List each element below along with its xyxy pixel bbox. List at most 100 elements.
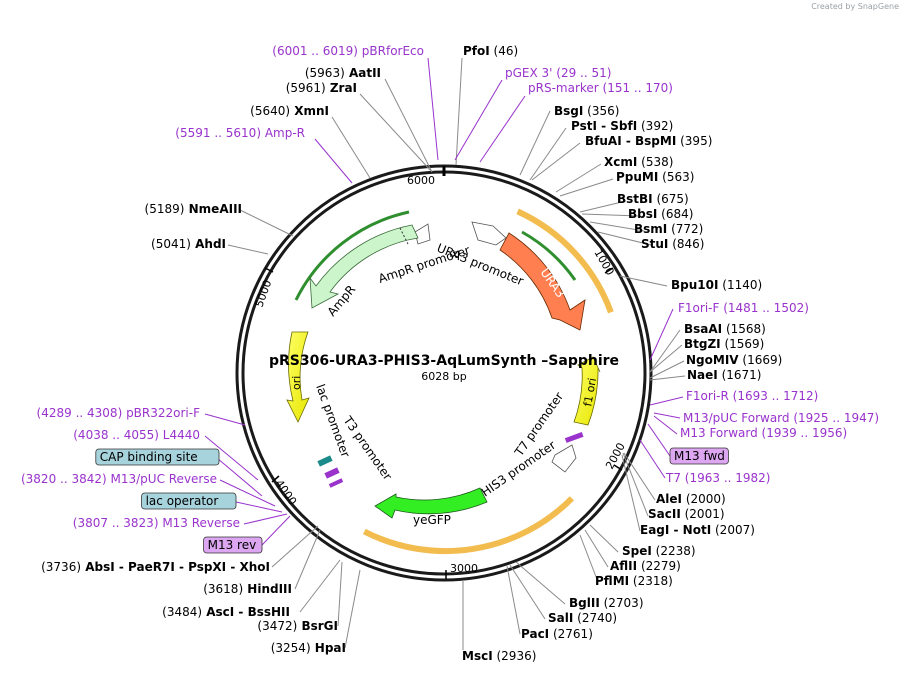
right-site-20[interactable]: M13 Forward (1939 .. 1956): [680, 426, 847, 440]
right-site-label-8: BstBI (675): [617, 192, 689, 206]
right-site-label-24: SacII (2001): [648, 507, 725, 521]
left-site-label-11: lac operator: [146, 494, 219, 508]
left-site-label-17: (3472) BsrGI: [257, 619, 338, 633]
right-site-8[interactable]: BstBI (675): [617, 192, 689, 206]
left-site-13[interactable]: M13 rev: [203, 536, 263, 554]
right-site-13[interactable]: F1ori-F (1481 .. 1502): [678, 301, 809, 315]
ori-label: ori: [290, 376, 303, 390]
right-site-label-0: PfoI (46): [463, 44, 518, 58]
right-site-label-17: NaeI (1671): [687, 368, 761, 382]
right-site-29[interactable]: BglII (2703): [569, 596, 644, 610]
right-site-2[interactable]: pRS-marker (151 .. 170): [528, 81, 673, 95]
left-site-6[interactable]: (5041) AhdI: [151, 237, 226, 251]
left-site-1[interactable]: (5963) AatII: [305, 66, 381, 80]
right-site-18[interactable]: F1ori-R (1693 .. 1712): [686, 389, 818, 403]
right-site-3[interactable]: BsgI (356): [554, 104, 619, 118]
left-site-10[interactable]: (3820 .. 3842) M13/pUC Reverse: [21, 472, 217, 486]
left-site-7[interactable]: (4289 .. 4308) pBR322ori-F: [37, 406, 201, 420]
left-site-14[interactable]: (3736) AbsI - PaeR7I - PspXI - XhoI: [41, 560, 270, 574]
right-site-label-25: EagI - NotI (2007): [640, 523, 755, 537]
tick-label-6000: 6000: [407, 174, 435, 187]
right-site-23[interactable]: AleI (2000): [656, 492, 726, 506]
right-site-25[interactable]: EagI - NotI (2007): [640, 523, 755, 537]
right-site-label-31: PacI (2761): [521, 627, 593, 641]
right-site-17[interactable]: NaeI (1671): [687, 368, 761, 382]
left-site-2[interactable]: (5961) ZraI: [286, 81, 357, 95]
left-site-box-11: [141, 492, 237, 510]
right-site-24[interactable]: SacII (2001): [648, 507, 725, 521]
right-site-label-27: AflII (2279): [610, 559, 681, 573]
left-site-15[interactable]: (3618) HindIII: [203, 582, 292, 596]
right-site-22[interactable]: T7 (1963 .. 1982): [665, 471, 770, 485]
right-site-21[interactable]: M13 fwd: [669, 447, 729, 465]
right-site-label-4: PstI - SbfI (392): [571, 119, 673, 133]
right-site-label-6: XcmI (538): [604, 155, 673, 169]
right-site-5[interactable]: BfuAI - BspMI (395): [585, 134, 712, 148]
right-site-19[interactable]: M13/pUC Forward (1925 .. 1947): [683, 411, 879, 425]
right-site-12[interactable]: Bpu10I (1140): [671, 278, 762, 292]
left-site-label-6: (5041) AhdI: [151, 237, 226, 251]
ampr-promoter-feature[interactable]: [414, 223, 431, 245]
right-site-28[interactable]: PflMI (2318): [595, 574, 673, 588]
left-site-9[interactable]: CAP binding site: [95, 448, 220, 466]
right-site-6[interactable]: XcmI (538): [604, 155, 673, 169]
right-site-4[interactable]: PstI - SbfI (392): [571, 119, 673, 133]
right-site-label-22: T7 (1963 .. 1982): [665, 471, 770, 485]
tick-marks: [264, 166, 623, 579]
right-site-label-7: PpuMI (563): [616, 170, 694, 184]
right-site-30[interactable]: SalI (2740): [548, 611, 617, 625]
right-site-32[interactable]: MscI (2936): [462, 649, 536, 663]
right-site-label-28: PflMI (2318): [595, 574, 673, 588]
left-site-11[interactable]: lac operator: [141, 492, 237, 510]
right-site-31[interactable]: PacI (2761): [521, 627, 593, 641]
right-site-label-32: MscI (2936): [462, 649, 536, 663]
right-site-10[interactable]: BsmI (772): [634, 222, 703, 236]
right-site-label-21: M13 fwd: [674, 449, 725, 463]
left-site-label-14: (3736) AbsI - PaeR7I - PspXI - XhoI: [41, 560, 270, 574]
right-site-label-9: BbsI (684): [628, 207, 693, 221]
ori-feature[interactable]: [286, 331, 310, 423]
right-site-27[interactable]: AflII (2279): [610, 559, 681, 573]
plasmid-size: 6028 bp: [421, 370, 466, 383]
left-site-label-13: M13 rev: [208, 538, 257, 552]
his3-promoter-feature[interactable]: [551, 444, 577, 473]
right-site-11[interactable]: StuI (846): [641, 237, 704, 251]
right-site-label-10: BsmI (772): [634, 222, 703, 236]
right-site-label-3: BsgI (356): [554, 104, 619, 118]
gfp-outer-band: [362, 496, 575, 555]
right-site-0[interactable]: PfoI (46): [463, 44, 518, 58]
lac-t3-promoter-features[interactable]: [317, 455, 344, 488]
right-site-26[interactable]: SpeI (2238): [622, 544, 696, 558]
left-site-3[interactable]: (5640) XmnI: [250, 104, 329, 118]
yegfp-feature[interactable]: [374, 487, 488, 519]
f1-ori-feature[interactable]: [573, 356, 601, 426]
left-site-0[interactable]: (6001 .. 6019) pBRforEco: [272, 44, 424, 58]
left-site-17[interactable]: (3472) BsrGI: [257, 619, 338, 633]
right-site-label-30: SalI (2740): [548, 611, 617, 625]
right-site-1[interactable]: pGEX 3' (29 .. 51): [505, 66, 611, 80]
right-site-label-29: BglII (2703): [569, 596, 644, 610]
t7-promoter-feature[interactable]: [564, 432, 584, 443]
right-site-label-14: BsaAI (1568): [684, 322, 766, 336]
left-site-16[interactable]: (3484) AscI - BssHII: [162, 605, 290, 619]
right-site-label-15: BtgZI (1569): [684, 337, 764, 351]
plasmid-title: pRS306-URA3-PHIS3-AqLumSynth –Sapphire: [269, 353, 619, 369]
tick-label-3000: 3000: [450, 562, 478, 575]
ura3-promoter-feature[interactable]: [471, 221, 507, 246]
ampr-feature[interactable]: [309, 224, 419, 309]
left-site-18[interactable]: (3254) HpaI: [271, 641, 346, 655]
left-site-4[interactable]: (5591 .. 5610) Amp-R: [175, 126, 305, 140]
right-site-box-21: [669, 447, 729, 465]
left-site-12[interactable]: (3807 .. 3823) M13 Reverse: [73, 516, 240, 530]
right-site-15[interactable]: BtgZI (1569): [684, 337, 764, 351]
right-site-9[interactable]: BbsI (684): [628, 207, 693, 221]
left-site-8[interactable]: (4038 .. 4055) L4440: [73, 428, 200, 442]
right-site-14[interactable]: BsaAI (1568): [684, 322, 766, 336]
right-site-label-12: Bpu10I (1140): [671, 278, 762, 292]
left-site-labels: (6001 .. 6019) pBRforEco (5963) AatII(596…: [21, 44, 424, 655]
right-site-7[interactable]: PpuMI (563): [616, 170, 694, 184]
right-site-16[interactable]: NgoMIV (1669): [686, 353, 782, 367]
left-site-label-16: (3484) AscI - BssHII: [162, 605, 290, 619]
left-site-5[interactable]: (5189) NmeAIII: [145, 202, 242, 216]
